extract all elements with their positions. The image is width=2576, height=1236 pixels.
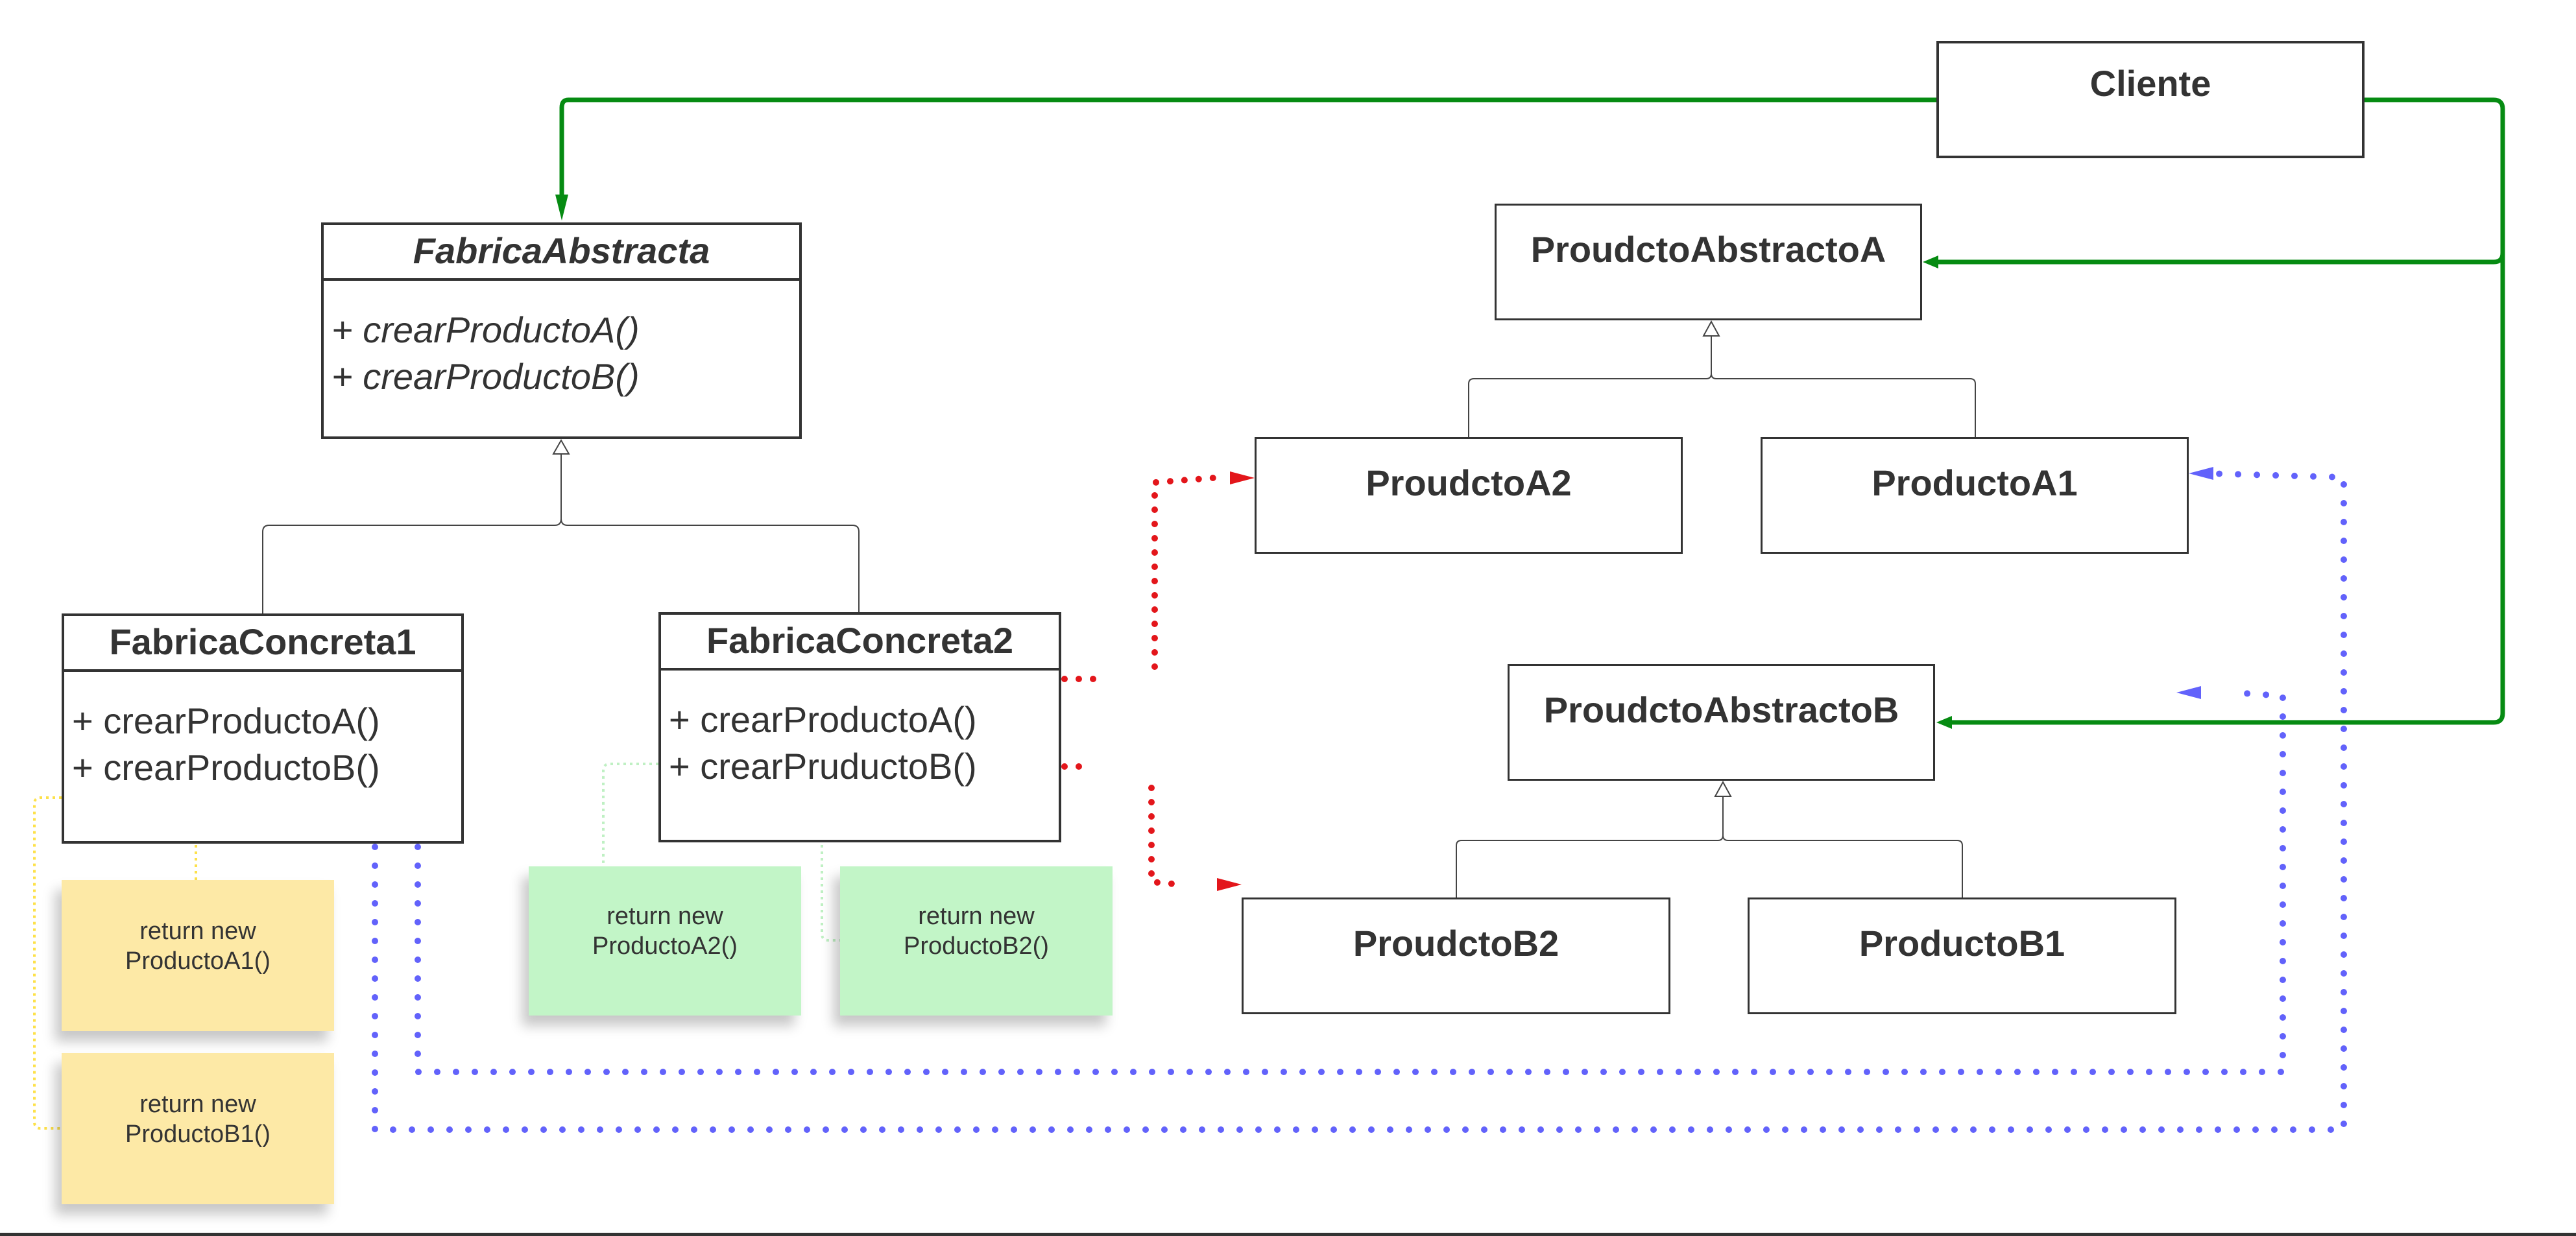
class-header: FabricaConcreta2	[661, 615, 1059, 671]
arrowhead-icon	[2176, 686, 2201, 699]
gen-line-a2	[1468, 336, 1712, 437]
arrowhead-icon	[1923, 256, 1938, 268]
note-text: return new ProductoA1()	[125, 916, 271, 976]
arrowhead-icon	[1230, 471, 1255, 484]
method: + crearProductoB()	[331, 356, 640, 397]
note-line: ProductoA2()	[592, 933, 738, 960]
gen-line-b1	[1722, 835, 1963, 897]
note-link-b1	[33, 796, 62, 1130]
class-producto-abstracto-b[interactable]: ProudctoAbstractoB	[1508, 664, 1935, 781]
note-line: return new	[139, 917, 256, 945]
hollow-triangle-icon	[552, 438, 570, 455]
class-name: ProudctoAbstractoB	[1543, 689, 1899, 730]
note-link-b2	[821, 845, 840, 942]
arrowhead-icon	[1217, 878, 1242, 891]
canvas-bottom-border	[0, 1233, 2576, 1236]
factory2-dependencies	[1061, 475, 1216, 888]
method: + crearPruductoB()	[669, 746, 977, 787]
note-links-yellow	[33, 796, 197, 1130]
class-methods: + crearProductoA() + crearProductoB()	[64, 672, 461, 791]
note-line: ProductoB1()	[125, 1120, 271, 1148]
assoc-cliente-producto-a	[1932, 252, 2505, 265]
note-line: ProductoB2()	[904, 933, 1049, 960]
note-links-green	[602, 763, 840, 942]
hollow-triangle-icon	[1702, 320, 1720, 337]
note-line: ProductoA1()	[125, 947, 271, 975]
class-producto-b2[interactable]: ProudctoB2	[1242, 897, 1670, 1014]
class-methods: + crearProductoA() + crearPruductoB()	[661, 671, 1059, 790]
arrowhead-icon	[2189, 467, 2213, 480]
generalization-products-a	[1468, 320, 1976, 437]
note-line: return new	[139, 1090, 256, 1118]
class-name: Cliente	[2089, 63, 2211, 104]
class-methods: + crearProductoA() + crearProductoB()	[324, 281, 799, 400]
method: + crearProductoA()	[331, 309, 640, 350]
dep-concreta2-b2	[1061, 763, 1184, 888]
note-line: return new	[607, 903, 723, 930]
class-name: FabricaConcreta2	[706, 619, 1014, 661]
class-header: FabricaAbstracta	[324, 225, 799, 281]
class-name: FabricaAbstracta	[413, 230, 710, 271]
class-name: FabricaConcreta1	[109, 621, 416, 662]
note-return-producto-b1[interactable]: return new ProductoB1()	[62, 1053, 334, 1204]
dep-concreta1-b1	[415, 689, 2286, 1075]
note-text: return new ProductoB1()	[125, 1089, 271, 1149]
class-fabrica-abstracta[interactable]: FabricaAbstracta + crearProductoA() + cr…	[321, 222, 802, 439]
class-producto-abstracto-a[interactable]: ProudctoAbstractoA	[1495, 204, 1922, 320]
note-text: return new ProductoA2()	[592, 901, 738, 961]
class-name: ProudctoAbstractoA	[1530, 228, 1886, 270]
generalization-products-b	[1456, 780, 1963, 897]
class-name: ProudctoB2	[1353, 922, 1559, 964]
class-producto-a2[interactable]: ProudctoA2	[1255, 437, 1683, 554]
note-return-producto-a2[interactable]: return new ProductoA2()	[529, 866, 801, 1016]
note-text: return new ProductoB2()	[904, 901, 1049, 961]
method: + crearProductoA()	[72, 700, 380, 741]
note-link-a2	[602, 763, 658, 866]
class-producto-a1[interactable]: ProductoA1	[1761, 437, 2189, 554]
client-associations	[559, 97, 2505, 725]
arrowhead-icon	[1936, 716, 1952, 729]
gen-line-concreta1	[262, 454, 562, 613]
method: + crearProductoB()	[72, 747, 380, 788]
assoc-cliente-producto-b	[1945, 97, 2505, 725]
hollow-triangle-icon	[1714, 780, 1732, 797]
dep-concreta1-a1	[372, 470, 2347, 1133]
dep-concreta2-a2	[1061, 475, 1216, 682]
gen-line-a1	[1711, 373, 1976, 437]
gen-line-b2	[1456, 796, 1724, 897]
class-producto-b1[interactable]: ProductoB1	[1748, 897, 2176, 1014]
arrowhead-icon	[555, 195, 568, 220]
class-name: ProudctoA2	[1366, 462, 1572, 503]
method: + crearProductoA()	[669, 699, 977, 740]
class-name: ProductoA1	[1872, 462, 2078, 503]
class-fabrica-concreta-1[interactable]: FabricaConcreta1 + crearProductoA() + cr…	[62, 613, 464, 844]
note-line: return new	[918, 903, 1035, 930]
class-fabrica-concreta-2[interactable]: FabricaConcreta2 + crearProductoA() + cr…	[658, 612, 1061, 842]
assoc-cliente-fabrica	[559, 97, 1936, 206]
class-cliente[interactable]: Cliente	[1936, 41, 2365, 158]
note-return-producto-a1[interactable]: return new ProductoA1()	[62, 880, 334, 1031]
factory1-dependencies	[372, 470, 2347, 1133]
class-name: ProductoB1	[1859, 922, 2065, 964]
gen-line-concreta2	[560, 518, 860, 612]
generalization-fabricas	[262, 438, 860, 613]
class-header: FabricaConcreta1	[64, 616, 461, 672]
note-return-producto-b2[interactable]: return new ProductoB2()	[840, 866, 1113, 1016]
